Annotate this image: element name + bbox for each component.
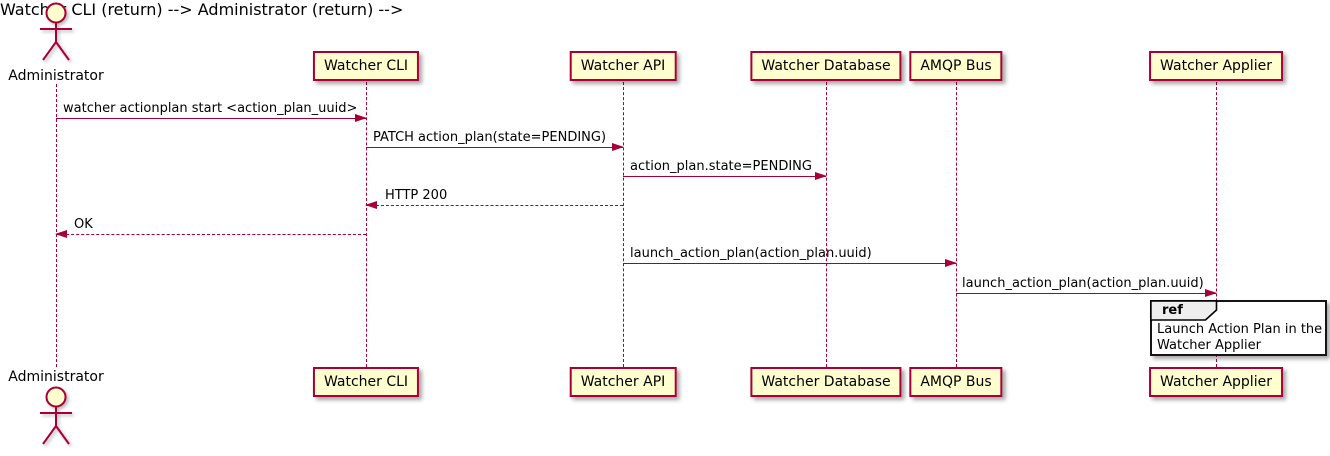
actor-label-top: Administrator (8, 68, 104, 84)
lifeline-watcher-api (623, 82, 624, 367)
ref-keyword: ref (1162, 303, 1183, 318)
participant-amqp-bus-bottom: AMQP Bus (909, 367, 1003, 397)
participant-watcher-applier-top: Watcher Applier (1149, 51, 1283, 81)
actor-icon (40, 2, 72, 61)
arrowhead-right-icon (355, 114, 367, 122)
message-label: launch_action_plan(action_plan.uuid) (962, 276, 1204, 291)
ref-text: Launch Action Plan in the Watcher Applie… (1157, 322, 1322, 354)
arrowhead-right-icon (1205, 289, 1217, 297)
message-state-pending: action_plan.state=PENDING (623, 159, 827, 180)
arrowhead-right-icon (945, 259, 957, 267)
actor-icon (40, 386, 72, 445)
arrowhead-left-icon (55, 230, 67, 238)
lifeline-administrator (56, 84, 57, 367)
participant-watcher-api-bottom: Watcher API (569, 367, 677, 397)
message-return-line (365, 201, 623, 209)
ref-text-line-2: Watcher Applier (1157, 338, 1261, 353)
message-label: launch_action_plan(action_plan.uuid) (630, 246, 872, 261)
arrowhead-right-icon (612, 143, 624, 151)
actor-label-bottom: Administrator (8, 369, 104, 385)
message-line (956, 289, 1217, 297)
lifeline-watcher-database (826, 82, 827, 367)
arrowhead-left-icon (365, 201, 377, 209)
message-label: OK (74, 217, 93, 232)
participant-watcher-applier-bottom: Watcher Applier (1149, 367, 1283, 397)
participant-amqp-bus-top: AMQP Bus (909, 51, 1003, 81)
participant-watcher-database-bottom: Watcher Database (750, 367, 902, 397)
participant-watcher-database-top: Watcher Database (750, 51, 902, 81)
message-label: watcher actionplan start <action_plan_uu… (63, 101, 358, 116)
message-line (623, 259, 957, 267)
message-label: action_plan.state=PENDING (630, 159, 812, 174)
lifeline-watcher-applier (1216, 82, 1217, 367)
lifeline-watcher-cli (366, 82, 367, 367)
participant-watcher-cli-top: Watcher CLI (312, 51, 420, 81)
message-line (56, 114, 367, 122)
participant-watcher-cli-bottom: Watcher CLI (312, 367, 420, 397)
ref-tab (1150, 300, 1218, 321)
message-label: HTTP 200 (385, 188, 448, 203)
message-label: PATCH action_plan(state=PENDING) (373, 130, 607, 145)
message-patch-action-plan: PATCH action_plan(state=PENDING) (366, 130, 624, 151)
message-launch-action-plan-bus: launch_action_plan(action_plan.uuid) (956, 276, 1217, 297)
ref-fragment: ref Launch Action Plan in the Watcher Ap… (1150, 300, 1327, 356)
message-ok: OK (55, 217, 366, 238)
ref-text-line-1: Launch Action Plan in the (1157, 322, 1323, 337)
message-line (623, 172, 827, 180)
message-line (366, 143, 624, 151)
lifeline-amqp-bus (956, 82, 957, 367)
message-return-line (55, 230, 366, 238)
message-actionplan-start: watcher actionplan start <action_plan_uu… (56, 101, 367, 122)
participant-watcher-api-top: Watcher API (569, 51, 677, 81)
arrowhead-right-icon (815, 172, 827, 180)
message-launch-action-plan-api: launch_action_plan(action_plan.uuid) (623, 246, 957, 267)
message-http-200: HTTP 200 (365, 188, 623, 209)
